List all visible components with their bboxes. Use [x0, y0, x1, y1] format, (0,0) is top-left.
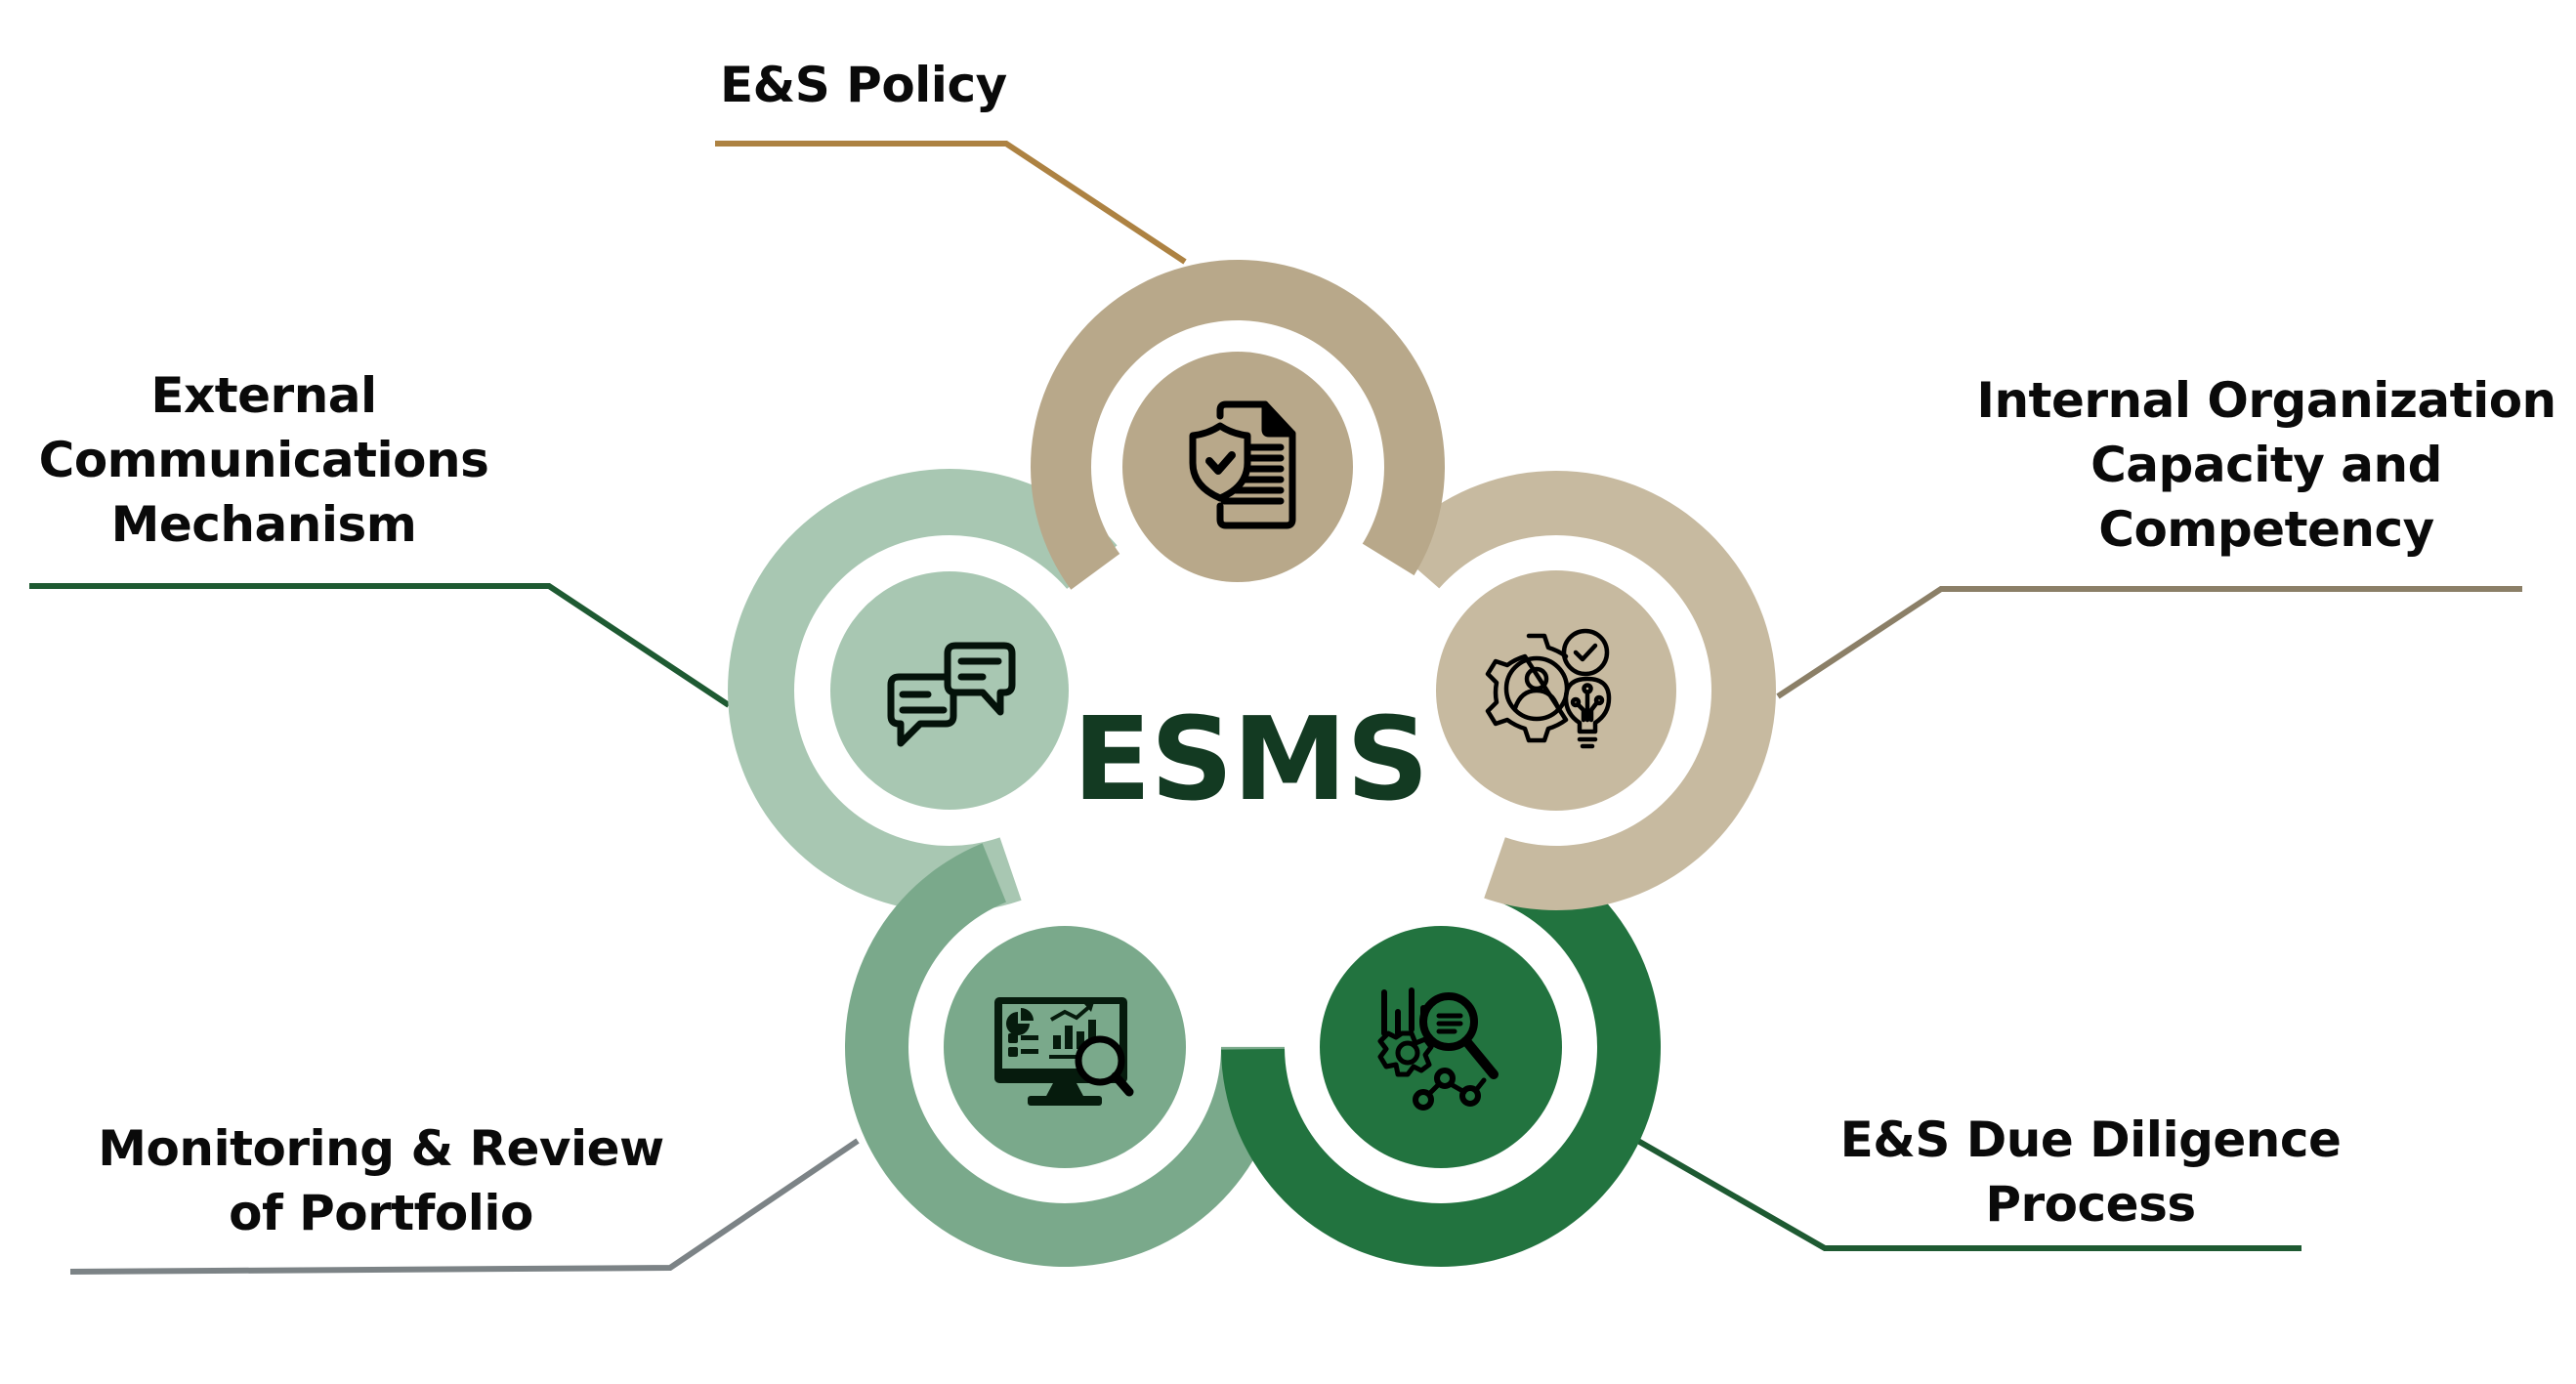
- segment-external-communications[interactable]: [830, 571, 1069, 810]
- ring-due-diligence: [1221, 842, 1661, 1267]
- label-line: External: [150, 367, 377, 424]
- label-monitoring-review: Monitoring & Review of Portfolio: [68, 1116, 694, 1245]
- monitor-dashboard-magnifier-icon: [994, 997, 1134, 1106]
- shield-document-icon: [1189, 400, 1296, 529]
- label-external-communications: External Communications Mechanism: [20, 363, 508, 557]
- connector-due-diligence: [1634, 1137, 2302, 1251]
- ring-internal-organization: [1390, 471, 1777, 910]
- label-line: E&S Due Diligence: [1839, 1111, 2342, 1168]
- segment-internal-organization[interactable]: [1436, 570, 1676, 811]
- label-line: of Portfolio: [229, 1185, 533, 1241]
- label-es-policy: E&S Policy: [720, 53, 1007, 117]
- segment-monitoring-review[interactable]: [944, 926, 1186, 1168]
- connector-external-communications: [29, 583, 731, 708]
- segment-es-policy[interactable]: [1122, 352, 1353, 582]
- analysis-gear-magnifier-icon: [1377, 987, 1499, 1111]
- disc-internal-organization: [1436, 570, 1676, 811]
- label-internal-organization: Internal Organization Capacity and Compe…: [1964, 368, 2569, 562]
- label-due-diligence: E&S Due Diligence Process: [1797, 1108, 2384, 1237]
- label-line: Mechanism: [110, 496, 417, 553]
- connector-monitoring-review: [69, 1138, 860, 1275]
- segment-rings: [727, 260, 1777, 1267]
- segment-due-diligence[interactable]: [1320, 926, 1562, 1168]
- connector-es-policy: [715, 141, 1187, 265]
- gear-person-lightbulb-icon: [1485, 628, 1612, 749]
- connector-internal-organization: [1776, 586, 2522, 699]
- center-title-esms: ESMS: [1072, 692, 1429, 826]
- chat-bubbles-icon: [887, 642, 1016, 747]
- label-line: Process: [1985, 1176, 2196, 1233]
- label-line: E&S Policy: [720, 57, 1007, 113]
- ring-es-policy: [1031, 260, 1445, 590]
- label-line: Competency: [2098, 501, 2434, 558]
- label-line: Capacity and: [2090, 437, 2442, 493]
- label-line: Internal Organization: [1976, 372, 2556, 429]
- label-line: Monitoring & Review: [98, 1120, 664, 1177]
- ring-external-communications: [727, 468, 1118, 912]
- label-line: Communications: [38, 432, 489, 488]
- ring-monitoring-review: [845, 843, 1285, 1267]
